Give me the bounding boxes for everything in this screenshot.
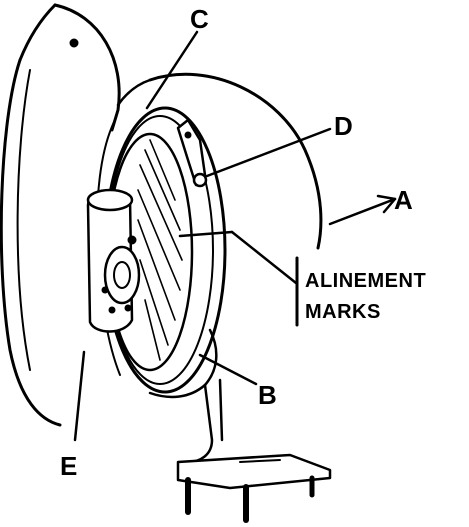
callout-d: D <box>334 111 353 141</box>
leader-lines <box>73 30 397 442</box>
callout-b: B <box>258 380 277 410</box>
callout-a: A <box>394 185 413 215</box>
hub-e <box>86 188 141 333</box>
alinement-label-line2: MARKS <box>305 301 381 323</box>
callout-e: E <box>60 451 77 481</box>
callout-c: C <box>190 4 209 34</box>
alinement-mark <box>178 230 234 238</box>
mounting-bracket <box>176 378 332 523</box>
housing-a <box>116 72 323 250</box>
tire <box>0 3 121 427</box>
clip-d <box>176 118 208 188</box>
alinement-label-line1: ALINEMENT <box>305 270 426 292</box>
